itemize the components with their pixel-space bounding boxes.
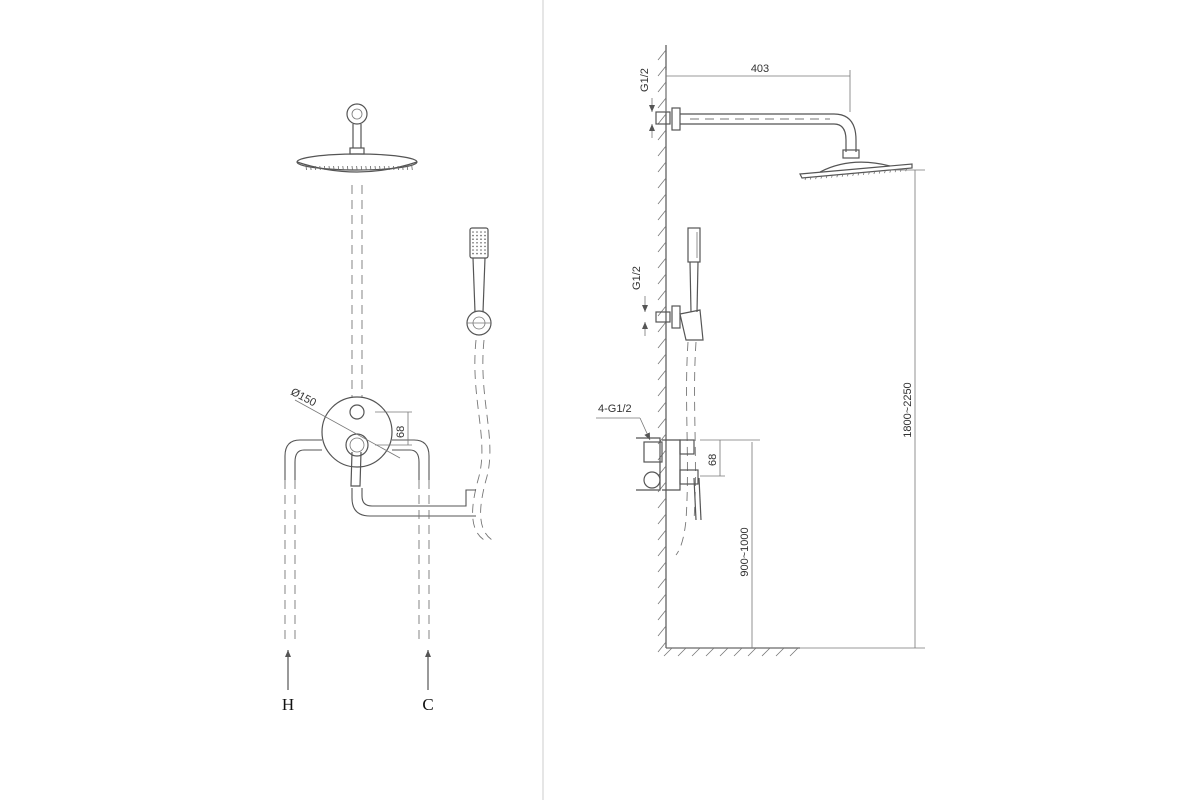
cold-inlet-label: C <box>422 695 433 714</box>
diameter-dimension: Ø150 <box>289 386 318 409</box>
front-view: H C Ø150 68 <box>282 103 493 714</box>
side-height-dimension: 68 <box>707 454 719 466</box>
ceiling-mount <box>346 103 368 155</box>
shower-nozzles <box>305 165 413 171</box>
supply-pipes <box>284 439 476 517</box>
arm-length-dimension: 403 <box>751 63 769 75</box>
mixer-valve <box>321 396 393 487</box>
shower-height-dimension: 1800~2250 <box>902 382 914 437</box>
rain-shower-head <box>296 153 418 173</box>
mixer-height-dimension: 900~1000 <box>739 527 751 576</box>
shower-thread-label: G1/2 <box>639 68 651 92</box>
hand-thread-label: G1/2 <box>631 266 643 290</box>
valve-thread-label: 4-G1/2 <box>598 403 632 415</box>
hand-shower <box>466 227 492 336</box>
hose <box>472 339 485 541</box>
front-height-dimension: 68 <box>395 426 407 438</box>
side-view: G1/2 G1/2 4-G1/2 403 68 900~1000 1800~22… <box>596 45 925 657</box>
side-shower-head <box>799 161 913 181</box>
side-mixer-body <box>636 437 702 521</box>
hot-inlet-label: H <box>282 695 294 714</box>
shower-arm <box>655 107 860 159</box>
